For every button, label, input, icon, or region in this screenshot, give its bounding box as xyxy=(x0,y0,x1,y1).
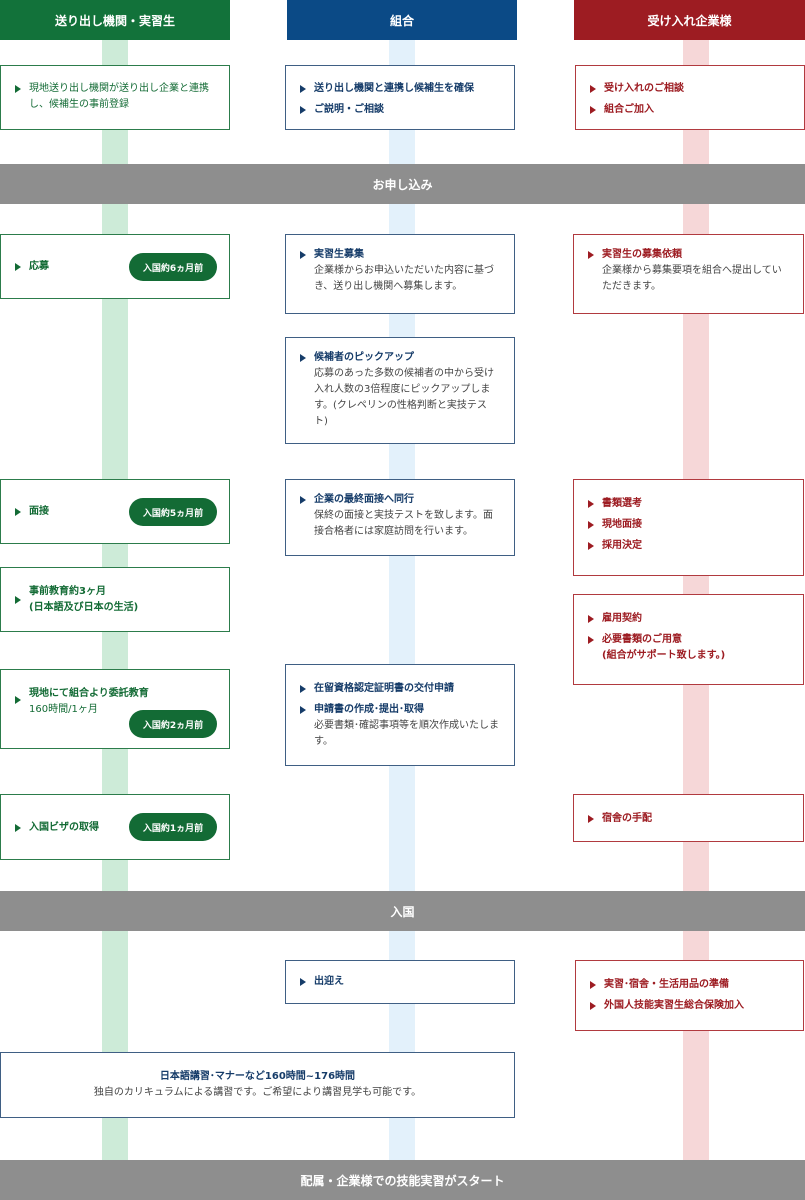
union-final-interview-box: 企業の最終面接へ同行 保終の面接と実技テストを致します。面接合格者には家庭訪問を… xyxy=(285,479,515,556)
triangle-bullet-icon xyxy=(15,696,21,704)
training-desc: 独自のカリキュラムによる講習です。ご希望により講習見学も可能です。 xyxy=(93,1087,422,1098)
company-contract-item-1: 雇用契約 xyxy=(602,613,642,624)
company-recruit-request-title: 実習生の募集依頼 xyxy=(602,249,682,260)
triangle-bullet-icon xyxy=(588,615,594,623)
union-final-interview-desc: 保終の面接と実技テストを致します。面接合格者には家庭訪問を行います。 xyxy=(314,510,493,537)
company-consult-item-2: 組合ご加入 xyxy=(604,104,654,115)
sending-apply-box: 応募 入国約6ヵ月前 xyxy=(0,234,230,299)
triangle-bullet-icon xyxy=(15,824,21,832)
union-recruit-desc: 企業様からお申込いただいた内容に基づき、送り出し機関へ募集します。 xyxy=(314,265,494,292)
triangle-bullet-icon xyxy=(300,685,306,693)
timing-badge: 入国約1ヵ月前 xyxy=(129,813,217,841)
triangle-bullet-icon xyxy=(15,508,21,516)
company-contract-box: 雇用契約 必要書類のご用意 (組合がサポート致します。) xyxy=(573,594,804,685)
start-banner: 配属・企業様での技能実習がスタート xyxy=(0,1160,805,1200)
triangle-bullet-icon xyxy=(15,85,21,93)
union-residence-item-2-title: 申請書の作成･提出･取得 xyxy=(314,704,424,715)
sending-interview-title: 面接 xyxy=(29,506,49,517)
union-residence-item-1: 在留資格認定証明書の交付申請 xyxy=(314,683,454,694)
sending-visa-box: 入国ビザの取得 入国約1ヵ月前 xyxy=(0,794,230,860)
triangle-bullet-icon xyxy=(588,815,594,823)
company-consult-item-1: 受け入れのご相談 xyxy=(604,83,684,94)
sending-pre-education-box: 事前教育約3ヶ月 (日本語及び日本の生活) xyxy=(0,567,230,632)
sending-registration-box: 現地送り出し機関が送り出し企業と連携し、候補生の事前登録 xyxy=(0,65,230,130)
triangle-bullet-icon xyxy=(15,596,21,604)
company-prep-item-2: 外国人技能実習生総合保険加入 xyxy=(604,1000,744,1011)
sending-column-header: 送り出し機関・実習生 xyxy=(0,0,230,40)
training-title: 日本語講習･マナーなど160時間~176時間 xyxy=(159,1071,356,1082)
sending-local-education-title: 現地にて組合より委託教育 xyxy=(29,688,149,699)
company-selection-box: 書類選考 現地面接 採用決定 xyxy=(573,479,804,576)
union-pickup-desc: 応募のあった多数の候補者の中から受け入れ人数の3倍程度にピックアップします。(ク… xyxy=(314,368,494,427)
sending-visa-title: 入国ビザの取得 xyxy=(29,822,99,833)
triangle-bullet-icon xyxy=(588,636,594,644)
union-arrival-box: 出迎え xyxy=(285,960,515,1004)
sending-interview-box: 面接 入国約5ヵ月前 xyxy=(0,479,230,544)
triangle-bullet-icon xyxy=(588,251,594,259)
company-dorm-box: 宿舎の手配 xyxy=(573,794,804,842)
union-arrival-title: 出迎え xyxy=(314,976,344,987)
union-consult-item-2: ご説明・ご相談 xyxy=(314,104,384,115)
company-recruit-request-box: 実習生の募集依頼 企業様から募集要項を組合へ提出していただきます。 xyxy=(573,234,804,314)
union-pickup-box: 候補者のピックアップ 応募のあった多数の候補者の中から受け入れ人数の3倍程度にピ… xyxy=(285,337,515,444)
company-recruit-request-desc: 企業様から募集要項を組合へ提出していただきます。 xyxy=(602,265,782,292)
union-pickup-title: 候補者のピックアップ xyxy=(314,352,414,363)
sending-apply-title: 応募 xyxy=(29,261,49,272)
union-consult-box: 送り出し機関と連携し候補生を確保 ご説明・ご相談 xyxy=(285,65,515,130)
triangle-bullet-icon xyxy=(300,496,306,504)
union-residence-box: 在留資格認定証明書の交付申請 申請書の作成･提出･取得 必要書類･確認事項等を順… xyxy=(285,664,515,766)
triangle-bullet-icon xyxy=(300,106,306,114)
triangle-bullet-icon xyxy=(15,263,21,271)
triangle-bullet-icon xyxy=(300,85,306,93)
timing-badge: 入国約2ヵ月前 xyxy=(129,710,217,738)
sending-pre-education-title: 事前教育約3ヶ月 (日本語及び日本の生活) xyxy=(29,586,139,613)
union-recruit-box: 実習生募集 企業様からお申込いただいた内容に基づき、送り出し機関へ募集します。 xyxy=(285,234,515,314)
union-column-header: 組合 xyxy=(287,0,517,40)
triangle-bullet-icon xyxy=(590,106,596,114)
sending-local-education-box: 現地にて組合より委託教育 160時間/1ヶ月 入国約2ヵ月前 xyxy=(0,669,230,749)
union-consult-item-1: 送り出し機関と連携し候補生を確保 xyxy=(314,83,474,94)
company-selection-item-1: 書類選考 xyxy=(602,498,642,509)
company-consult-box: 受け入れのご相談 組合ご加入 xyxy=(575,65,805,130)
triangle-bullet-icon xyxy=(588,521,594,529)
sending-registration-text: 現地送り出し機関が送り出し企業と連携し、候補生の事前登録 xyxy=(29,83,209,110)
triangle-bullet-icon xyxy=(590,981,596,989)
triangle-bullet-icon xyxy=(590,85,596,93)
timing-badge: 入国約6ヵ月前 xyxy=(129,253,217,281)
union-recruit-title: 実習生募集 xyxy=(314,249,364,260)
company-prep-box: 実習･宿舎・生活用品の準備 外国人技能実習生総合保険加入 xyxy=(575,960,804,1031)
application-banner: お申し込み xyxy=(0,164,805,204)
company-prep-item-1: 実習･宿舎・生活用品の準備 xyxy=(604,979,729,990)
training-box: 日本語講習･マナーなど160時間~176時間 独自のカリキュラムによる講習です。… xyxy=(0,1052,515,1118)
triangle-bullet-icon xyxy=(300,706,306,714)
company-contract-item-2: 必要書類のご用意 (組合がサポート致します。) xyxy=(602,634,726,661)
triangle-bullet-icon xyxy=(300,251,306,259)
company-selection-item-2: 現地面接 xyxy=(602,519,642,530)
sending-local-education-desc: 160時間/1ヶ月 xyxy=(29,704,98,715)
triangle-bullet-icon xyxy=(588,500,594,508)
union-final-interview-title: 企業の最終面接へ同行 xyxy=(314,494,414,505)
company-selection-item-3: 採用決定 xyxy=(602,540,642,551)
triangle-bullet-icon xyxy=(300,978,306,986)
union-residence-item-2-desc: 必要書類･確認事項等を順次作成いたします。 xyxy=(314,720,499,747)
triangle-bullet-icon xyxy=(300,354,306,362)
triangle-bullet-icon xyxy=(590,1002,596,1010)
entry-banner: 入国 xyxy=(0,891,805,931)
triangle-bullet-icon xyxy=(588,542,594,550)
company-dorm-title: 宿舎の手配 xyxy=(602,813,652,824)
timing-badge: 入国約5ヵ月前 xyxy=(129,498,217,526)
company-column-header: 受け入れ企業様 xyxy=(574,0,805,40)
